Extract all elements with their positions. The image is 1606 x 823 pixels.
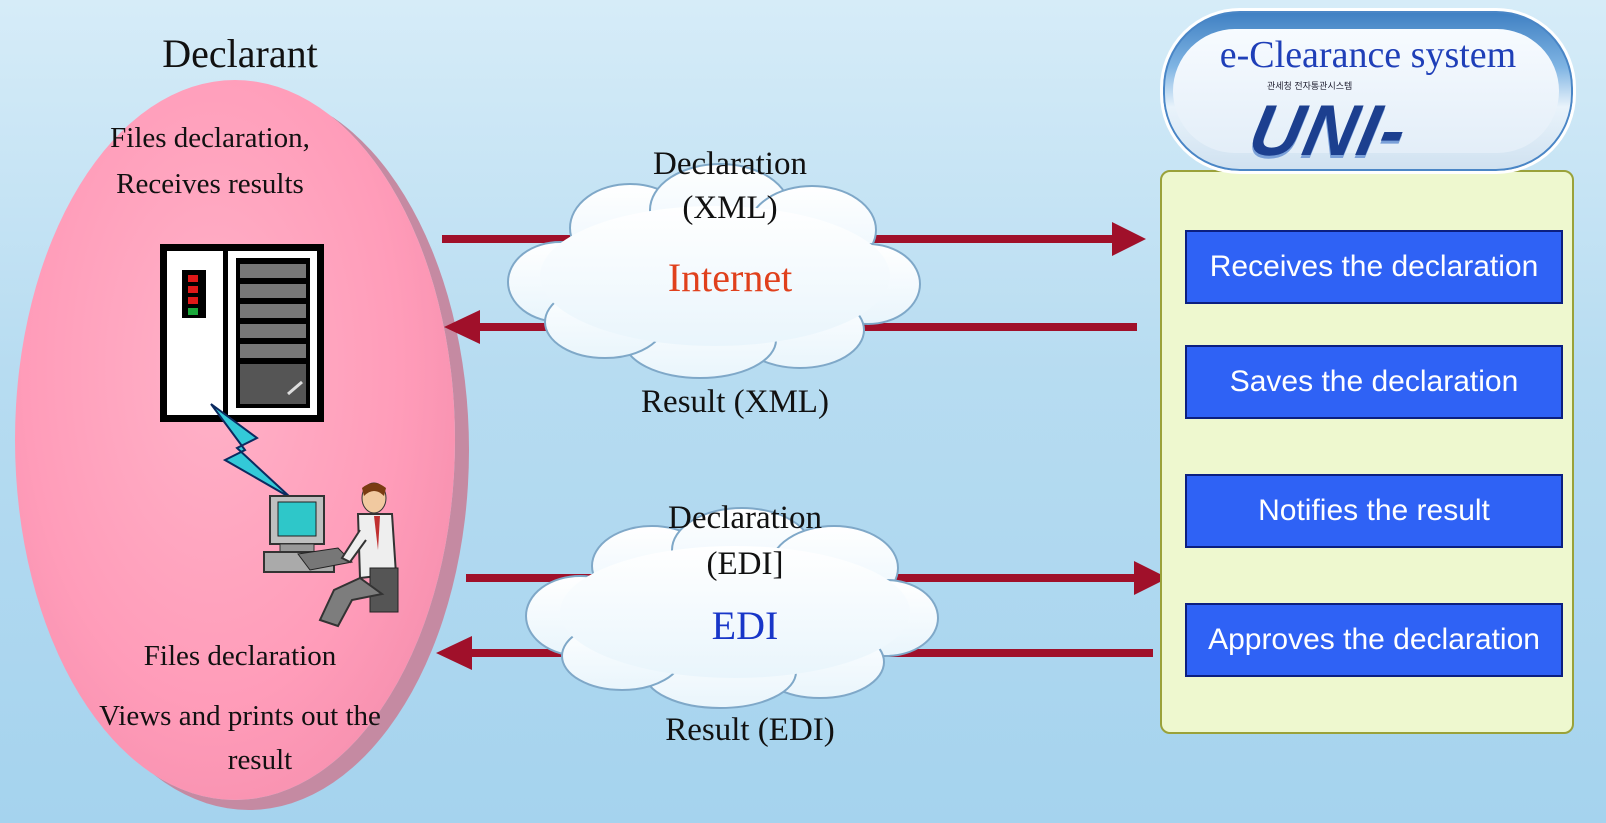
person-computer-icon xyxy=(263,482,399,628)
internet-send-arrowhead xyxy=(1112,222,1146,256)
declarant-bottom-text-2: Views and prints out the xyxy=(99,700,381,732)
edi-format-label: (EDI] xyxy=(706,546,784,582)
internet-result-arrowhead xyxy=(444,310,480,344)
unipass-badge: e-Clearance system 관세청 전자통관시스템 UNI-PASS xyxy=(1160,8,1576,174)
step-saves-declaration: Saves the declaration xyxy=(1185,345,1563,419)
edi-cloud-label: EDI xyxy=(711,603,779,648)
unipass-logo: UNI-PASS xyxy=(1228,91,1444,171)
system-title: e-Clearance system xyxy=(1219,34,1517,76)
internet-cloud xyxy=(507,163,921,379)
internet-declaration-label: Declaration xyxy=(653,146,807,182)
unipass-subtitle: 관세청 전자통관시스템 xyxy=(1267,81,1353,91)
step-receives-declaration: Receives the declaration xyxy=(1185,230,1563,304)
internet-cloud-label: Internet xyxy=(667,255,793,300)
edi-result-label: Result (EDI) xyxy=(665,712,835,748)
edi-declaration-label: Declaration xyxy=(668,500,822,536)
declarant-top-text-1: Files declaration, xyxy=(110,122,310,154)
step-approves-declaration: Approves the declaration xyxy=(1185,603,1563,677)
internet-result-label: Result (XML) xyxy=(641,384,829,420)
declarant-top-text-2: Receives results xyxy=(116,168,304,200)
declarant-bottom-text-1: Files declaration xyxy=(143,640,337,672)
declarant-title: Declarant xyxy=(162,31,318,76)
unipass-inner xyxy=(1173,29,1559,153)
edi-send-arrowhead xyxy=(1134,561,1168,595)
step-notifies-result: Notifies the result xyxy=(1185,474,1563,548)
internet-xml-label: (XML) xyxy=(682,190,778,226)
server-icon xyxy=(160,244,324,422)
declarant-ellipse xyxy=(15,80,455,800)
edi-cloud xyxy=(525,507,939,709)
declarant-bottom-text-3: result xyxy=(227,744,293,776)
edi-result-arrowhead xyxy=(436,636,472,670)
